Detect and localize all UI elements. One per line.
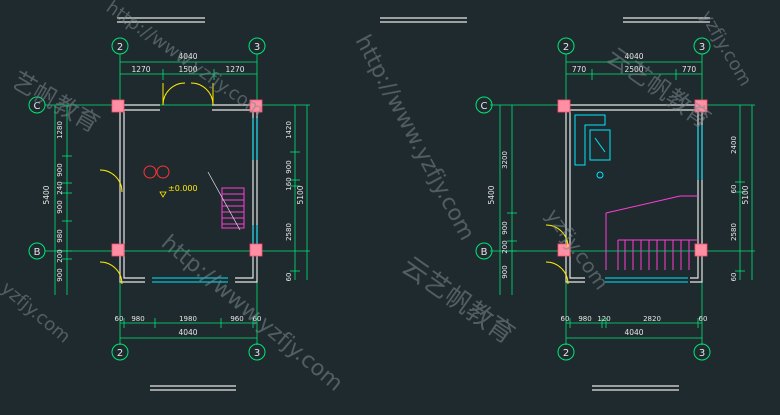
left-left-total-label: 5400 <box>42 185 51 204</box>
left-axis-bubble-top-3: 3 <box>248 37 266 55</box>
right-right-total-label: 5100 <box>741 185 750 204</box>
right-axis-bubble-top-3: 3 <box>693 37 711 55</box>
svg-text:B: B <box>34 247 41 258</box>
left-windows <box>152 118 258 283</box>
left-left-seg-7-label: 900 <box>56 268 64 281</box>
right-right-dimensions <box>735 105 753 280</box>
left-bottom-seg-1-label: 60 <box>115 315 124 323</box>
left-stair <box>221 187 245 229</box>
left-right-dimensions <box>290 105 308 280</box>
left-axis-bubble-top-2: 2 <box>111 37 129 55</box>
left-right-seg-2-label: 900 <box>285 160 293 173</box>
left-bottom-dimensions <box>120 318 257 339</box>
left-right-seg-5-label: 60 <box>285 273 293 282</box>
right-axis-bubble-bottom-3: 3 <box>693 343 711 361</box>
right-bottom-dimensions <box>566 318 702 339</box>
left-axis-bubble-bottom-2: 2 <box>111 343 129 361</box>
right-left-seg-1-label: 3200 <box>501 151 509 169</box>
right-stair <box>605 195 698 270</box>
right-right-seg-1-label: 2400 <box>730 136 738 154</box>
svg-text:C: C <box>481 101 488 112</box>
left-axis-bubble-bottom-3: 3 <box>248 343 266 361</box>
left-left-dimensions <box>54 105 72 295</box>
left-bottom-seg-4-label: 960 <box>230 315 243 323</box>
left-right-seg-1-label: 1420 <box>285 121 293 139</box>
left-bottom-seg-5-label: 60 <box>253 315 262 323</box>
right-top-seg-1-label: 770 <box>572 65 587 74</box>
title-bars <box>117 17 710 391</box>
svg-text:3: 3 <box>699 42 705 53</box>
right-columns <box>557 99 708 257</box>
right-right-seg-4-label: 60 <box>730 273 738 282</box>
svg-text:C: C <box>34 101 41 112</box>
right-right-seg-3-label: 2580 <box>730 223 738 241</box>
left-left-seg-5-label: 980 <box>56 229 64 242</box>
svg-text:2: 2 <box>117 348 123 359</box>
left-axis-bubble-c: C <box>28 96 46 114</box>
right-top-seg-2-label: 2500 <box>624 65 643 74</box>
right-left-total-label: 5400 <box>487 185 496 204</box>
left-right-seg-3-label: 160 <box>285 177 293 190</box>
left-right-total-label: 5100 <box>296 185 305 204</box>
right-top-total-label: 4040 <box>624 52 643 61</box>
left-top-total-label: 4040 <box>178 52 197 61</box>
right-bottom-seg-4-label: 2820 <box>643 315 661 323</box>
svg-text:3: 3 <box>254 348 260 359</box>
left-axis-bubble-b: B <box>28 242 46 260</box>
right-bottom-seg-1-label: 60 <box>561 315 570 323</box>
left-bottom-seg-2-label: 980 <box>131 315 144 323</box>
right-bottom-seg-5-label: 60 <box>699 315 708 323</box>
right-axis-bubble-top-2: 2 <box>557 37 575 55</box>
svg-text:2: 2 <box>563 348 569 359</box>
right-right-seg-2-label: 60 <box>730 185 738 194</box>
svg-text:3: 3 <box>254 42 260 53</box>
left-level-marker: ±0.000 <box>143 165 241 231</box>
left-bottom-total-label: 4040 <box>178 328 197 337</box>
right-doors <box>545 224 569 285</box>
right-axis-bubble-bottom-2: 2 <box>557 343 575 361</box>
svg-text:2: 2 <box>563 42 569 53</box>
svg-text:3: 3 <box>699 348 705 359</box>
left-left-seg-2-label: 900 <box>56 163 64 176</box>
svg-text:B: B <box>481 247 488 258</box>
left-floor-plan: 2 3 2 3 C B 4040 1270 15 <box>28 37 310 361</box>
left-right-seg-4-label: 2580 <box>285 223 293 241</box>
left-bottom-seg-3-label: 1980 <box>179 315 197 323</box>
right-floor-plan: 2 3 2 3 C B 4040 770 250 <box>475 37 755 361</box>
left-walls <box>119 104 258 283</box>
left-top-seg-1-label: 1270 <box>131 65 150 74</box>
left-top-seg-2-label: 1500 <box>178 65 197 74</box>
left-columns <box>111 99 263 257</box>
left-top-dimensions <box>120 61 257 80</box>
svg-text:2: 2 <box>117 42 123 53</box>
left-top-seg-3-label: 1270 <box>225 65 244 74</box>
right-windows <box>605 125 703 283</box>
right-bottom-seg-3-label: 120 <box>597 315 610 323</box>
left-left-seg-4-label: 900 <box>56 200 64 213</box>
left-left-seg-1-label: 1280 <box>56 121 64 139</box>
left-doors <box>99 82 214 285</box>
right-bottom-total-label: 4040 <box>624 328 643 337</box>
left-left-seg-6-label: 200 <box>56 249 64 262</box>
right-left-seg-4-label: 900 <box>501 265 509 278</box>
right-bottom-seg-2-label: 980 <box>578 315 591 323</box>
right-left-seg-3-label: 200 <box>501 240 509 253</box>
left-left-seg-3-label: 240 <box>56 181 64 194</box>
right-left-seg-2-label: 900 <box>501 221 509 234</box>
right-sofa-set <box>574 114 611 179</box>
right-axis-bubble-b: B <box>475 242 493 260</box>
right-top-seg-3-label: 770 <box>682 65 697 74</box>
right-top-dimensions <box>566 61 702 80</box>
left-level-label: ±0.000 <box>168 184 198 193</box>
right-axis-bubble-c: C <box>475 96 493 114</box>
right-left-dimensions <box>499 105 517 295</box>
